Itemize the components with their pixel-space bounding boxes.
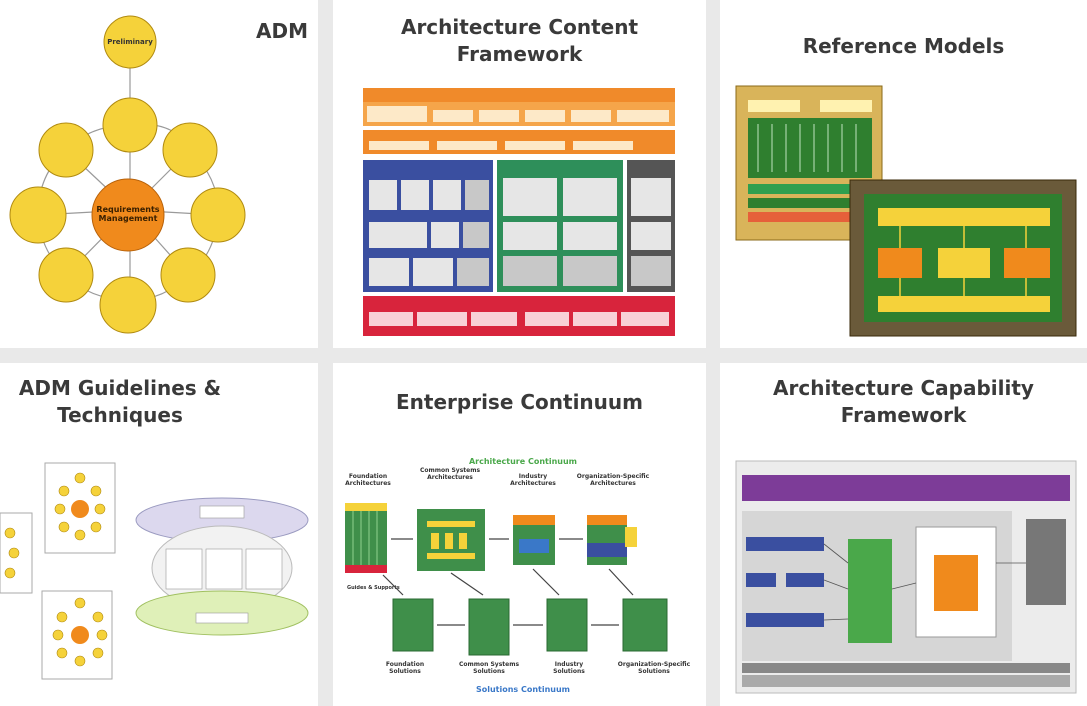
adm-preliminary-node — [103, 15, 157, 69]
adm-phase-h-node — [38, 122, 94, 178]
panel-acap: Architecture Capability Framework — [720, 363, 1087, 706]
panel-acf: Architecture Content Framework — [333, 0, 706, 348]
adm-phase-e-node — [99, 276, 157, 334]
adm-phase-f-node — [38, 247, 94, 303]
adm-preliminary-label: Preliminary — [107, 38, 153, 46]
adm-phase-g-node — [9, 186, 67, 244]
panel-ref-title: Reference Models — [802, 34, 1005, 58]
ec-sol-label-2: Common Systems Solutions — [458, 661, 520, 675]
adm-phase-d-node — [160, 247, 216, 303]
adm-requirements-node — [91, 178, 165, 252]
panel-ref: Reference Models — [720, 0, 1087, 348]
ec-sol-label-4: Organization-Specific Solutions — [617, 661, 691, 675]
panel-ec-title: Enterprise Continuum — [396, 390, 643, 414]
ec-diagram — [345, 503, 668, 656]
adm-phase-b-node — [162, 122, 218, 178]
ec-sol-label-1: Foundation Solutions — [385, 661, 425, 675]
panel-guide: ADM Guidelines & Techniques — [0, 363, 318, 706]
panel-adm: ADM Preliminary Requirements M — [0, 0, 318, 348]
ec-arch-label-4: Organization-Specific Architectures — [576, 473, 650, 487]
ec-guides-label: Guides & Supports — [347, 585, 400, 591]
guide-diagram — [0, 462, 309, 680]
adm-phase-c-node — [190, 187, 246, 243]
adm-cycle-diagram — [9, 15, 246, 334]
ref-models-diagram — [735, 85, 1077, 337]
adm-center-label: Requirements Management — [96, 205, 160, 223]
adm-phase-circles — [9, 15, 246, 334]
acf-framework-diagram — [363, 88, 675, 336]
panel-acf-title: Architecture Content Framework — [400, 15, 639, 66]
ec-arch-label-2: Common Systems Architectures — [419, 467, 481, 481]
ec-architecture-continuum-label: Architecture Continuum — [468, 457, 578, 466]
panel-ec: Enterprise Continuum Architecture Contin… — [333, 363, 706, 706]
ec-sol-label-3: Industry Solutions — [553, 661, 585, 675]
acap-diagram — [735, 460, 1077, 694]
ec-arch-label-3: Industry Architectures — [510, 473, 556, 487]
panel-guide-title: ADM Guidelines & Techniques — [18, 376, 222, 427]
panel-acap-title: Architecture Capability Framework — [773, 376, 1034, 427]
panel-adm-title: ADM — [256, 19, 308, 43]
adm-phase-a-node — [102, 97, 158, 153]
ec-solutions-continuum-label: Solutions Continuum — [475, 685, 571, 694]
ec-arch-label-1: Foundation Architectures — [345, 473, 391, 487]
